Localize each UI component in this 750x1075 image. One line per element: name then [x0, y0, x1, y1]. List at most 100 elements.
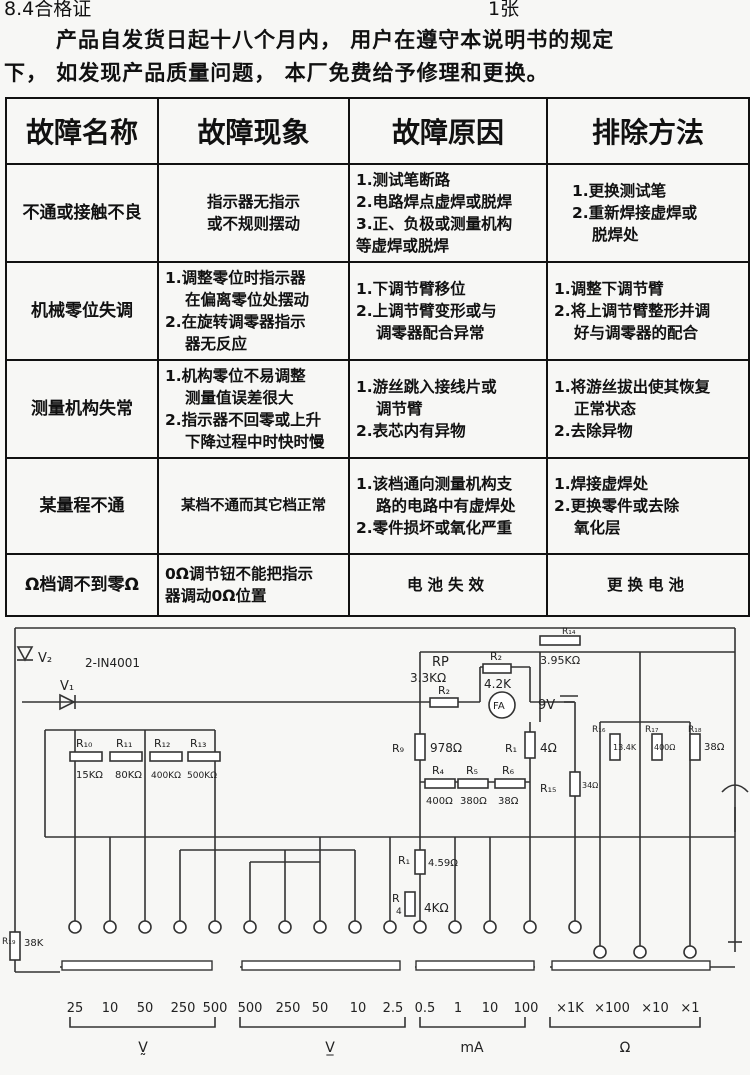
label-r11: R₁₁ [116, 737, 132, 750]
label-battery: 9V [538, 698, 555, 713]
line: 2.将上调节臂整形并调 [554, 302, 711, 320]
line: 好与调零器的配合 [574, 324, 699, 342]
line: 电池失效 [406, 576, 489, 594]
fault-symptom: 1.调整零位时指示器 在偏离零位处摆动 2.在旋转调零器指示 器无反应 [157, 261, 350, 361]
line: 1.调整零位时指示器 [165, 269, 306, 287]
line: 调节臂 [376, 400, 423, 418]
range-label: 25 [67, 1001, 84, 1016]
range-labels: 25 10 50 250 500 500 250 50 10 2.5 0.5 1… [67, 1001, 700, 1016]
fault-name: 某量程不通 [5, 457, 159, 555]
line: 器调动0Ω位置 [165, 587, 267, 605]
label-r2a: R₂ [438, 684, 450, 697]
line: 脱焊处 [592, 226, 639, 244]
label-r2b-value: 4.2K [484, 677, 512, 691]
line: 调零器配合异常 [376, 324, 485, 342]
fix-method: 1.更换测试笔 2.重新焊接虚焊或 脱焊处 [546, 163, 750, 263]
label-r4b-value: 4KΩ [424, 901, 449, 915]
certificate-title: 8.4合格证 [4, 0, 92, 20]
fix-method: 1.将游丝拔出使其恢复 正常状态 2.去除异物 [546, 359, 750, 459]
label-r1a-value: 4Ω [540, 741, 557, 755]
line: 或不规则摆动 [206, 215, 300, 233]
label-r9: R₉ [392, 742, 404, 755]
label-r4b-sub: 4 [396, 907, 402, 917]
label-r10: R₁₀ [76, 737, 93, 750]
fault-cause: 1.测试笔断路 2.电路焊点虚焊或脱焊 3.正、负极或测量机构 等虚焊或脱焊 [348, 163, 548, 263]
table-row: 测量机构失常 1.机构零位不易调整 测量值误差很大 2.指示器不回零或上升 下降… [5, 359, 750, 459]
certificate-line: 8.4合格证 1张 [0, 0, 750, 20]
label-r4b: R [392, 892, 400, 905]
circuit-labels: V₂ V₁ 2-IN4001 RP 3.3KΩ R₂ R₂ 4.2K FA 9V… [2, 627, 725, 949]
table-row: Ω档调不到零Ω 0Ω调节钮不能把指示 器调动0Ω位置 电池失效 更换电池 [5, 553, 750, 617]
line: 下降过程中时快时慢 [185, 433, 325, 451]
label-r16-value: 13.4K [613, 743, 637, 752]
range-label: 0.5 [415, 1001, 436, 1016]
line: 1.焊接虚焊处 [554, 475, 649, 493]
label-r11-value: 80KΩ [115, 770, 142, 781]
label-r9-value: 978Ω [430, 741, 462, 755]
fault-cause: 电池失效 [348, 553, 548, 617]
line: 氧化层 [574, 519, 621, 537]
line: 2.表芯内有异物 [356, 422, 466, 440]
warranty-line-1: 产品自发货日起十八个月内， 用户在遵守本说明书的规定 [56, 28, 615, 52]
meter-symbol [488, 691, 516, 719]
label-r13: R₁₃ [190, 737, 206, 750]
range-label: 500 [203, 1001, 228, 1016]
resistors [9, 635, 701, 961]
header-fault-name: 故障名称 [5, 97, 159, 165]
line: 2.去除异物 [554, 422, 633, 440]
right-contacts [721, 784, 749, 943]
switch-contacts [68, 920, 697, 959]
label-r5-value: 380Ω [460, 796, 487, 807]
table-row: 某量程不通 某档不通而其它档正常 1.该档通向测量机构支 路的电路中有虚焊处 2… [5, 457, 750, 555]
range-label: 10 [102, 1001, 119, 1016]
table-row: 不通或接触不良 指示器无指示 或不规则摆动 1.测试笔断路 2.电路焊点虚焊或脱… [5, 163, 750, 263]
header-fault-cause: 故障原因 [348, 97, 548, 165]
fault-symptom: 0Ω调节钮不能把指示 器调动0Ω位置 [157, 553, 350, 617]
line: 2.更换零件或去除 [554, 497, 680, 515]
range-label: 50 [312, 1001, 329, 1016]
group-label-ac-volts: V̰ [138, 1040, 148, 1056]
warranty-line-2: 下， 如发现产品质量问题， 本厂免费给予修理和更换。 [4, 61, 549, 85]
fix-method: 1.调整下调节臂 2.将上调节臂整形并调 好与调零器的配合 [546, 261, 750, 361]
fault-symptom: 指示器无指示 或不规则摆动 [157, 163, 350, 263]
line: 2.指示器不回零或上升 [165, 411, 322, 429]
line: 测量值误差很大 [185, 389, 294, 407]
line: 2.上调节臂变形或与 [356, 302, 497, 320]
line: 2.电路焊点虚焊或脱焊 [356, 193, 513, 211]
range-label: 10 [350, 1001, 367, 1016]
line: 1.测试笔断路 [356, 171, 451, 189]
range-label: 100 [514, 1001, 539, 1016]
switch-blades [61, 960, 711, 971]
header-fix-method: 排除方法 [546, 97, 750, 165]
fault-name: 不通或接触不良 [5, 163, 159, 263]
label-r6: R₆ [502, 764, 515, 777]
label-r18-value: 38Ω [704, 742, 725, 753]
label-rp-value: 3.3KΩ [410, 671, 446, 685]
line: 0Ω调节钮不能把指示 [165, 565, 313, 583]
label-r19: R₁₉ [2, 937, 16, 947]
group-label-dc-volts: V̲ [325, 1040, 335, 1056]
line: 2.重新焊接虚焊或 [572, 204, 698, 222]
label-r10-value: 15KΩ [76, 770, 103, 781]
label-r12: R₁₂ [154, 737, 170, 750]
group-label-ohm: Ω [620, 1040, 631, 1056]
label-r13-value: 500KΩ [187, 771, 217, 781]
range-label: ×1K [556, 1001, 584, 1016]
fault-name: 机械零位失调 [5, 261, 159, 361]
label-r15-value: 34Ω [582, 781, 598, 790]
line: 在偏离零位处摆动 [185, 291, 310, 309]
label-diode: 2-IN4001 [85, 656, 140, 670]
range-label: 10 [482, 1001, 499, 1016]
label-v2: V₂ [38, 651, 52, 666]
range-label: 250 [171, 1001, 196, 1016]
range-label: 500 [238, 1001, 263, 1016]
line: 3.正、负极或测量机构 [356, 215, 513, 233]
line: 1.调整下调节臂 [554, 280, 664, 298]
line: 2.在旋转调零器指示 [165, 313, 306, 331]
label-r16: R₁₆ [592, 725, 606, 735]
range-label: ×10 [641, 1001, 668, 1016]
table-row: 机械零位失调 1.调整零位时指示器 在偏离零位处摆动 2.在旋转调零器指示 器无… [5, 261, 750, 361]
group-label-ma: mA [460, 1040, 484, 1056]
label-r2b: R₂ [490, 650, 502, 663]
circuit-diagram: V₂ V₁ 2-IN4001 RP 3.3KΩ R₂ R₂ 4.2K FA 9V… [2, 627, 749, 1056]
